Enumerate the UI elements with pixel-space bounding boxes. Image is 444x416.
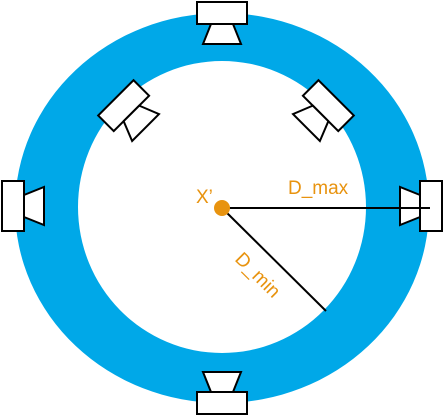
camera-icon <box>399 180 443 232</box>
camera-icon <box>196 1 248 45</box>
camera-right <box>399 180 443 232</box>
camera-bottom <box>196 371 248 415</box>
camera-icon <box>291 78 356 143</box>
d-min-line <box>221 207 327 312</box>
center-point <box>214 200 230 216</box>
camera-left <box>1 180 45 232</box>
camera-top <box>196 1 248 45</box>
d-min-label: D_min <box>230 249 284 303</box>
camera-top-left <box>96 78 161 143</box>
center-label: X’ <box>196 187 213 208</box>
camera-icon <box>96 78 161 143</box>
d-max-label: D_max <box>288 178 349 199</box>
camera-top-right <box>291 78 356 143</box>
camera-icon <box>1 180 45 232</box>
camera-icon <box>196 371 248 415</box>
